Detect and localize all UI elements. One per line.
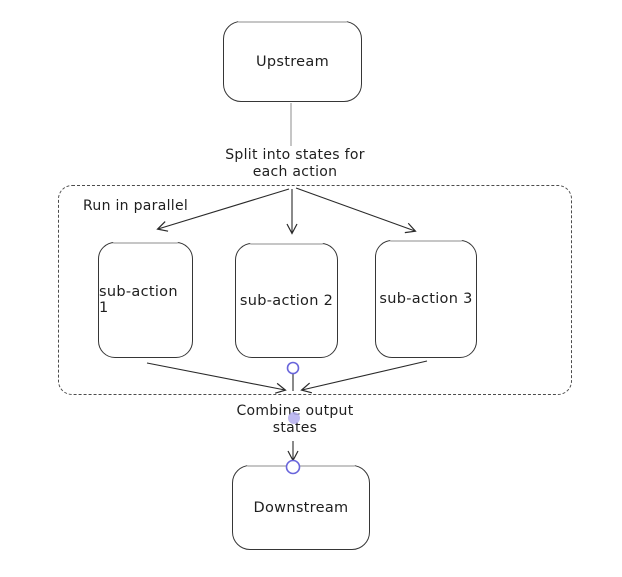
combine-annotation-line2: states xyxy=(272,419,318,436)
node-sub-action-3[interactable]: sub-action 3 xyxy=(375,239,477,358)
split-annotation-line2: each action xyxy=(252,163,338,180)
node-downstream[interactable]: Downstream xyxy=(232,464,370,550)
node-sub-action-2-label: sub-action 2 xyxy=(239,292,334,309)
node-sub-action-2[interactable]: sub-action 2 xyxy=(235,242,338,358)
combine-annotation: Combine output states xyxy=(233,403,357,436)
split-annotation-line1: Split into states for xyxy=(225,147,365,163)
node-upstream[interactable]: Upstream xyxy=(223,20,362,102)
parallel-group-container[interactable] xyxy=(58,185,572,395)
node-sub-action-1-label: sub-action 1 xyxy=(99,284,178,316)
node-downstream-label: Downstream xyxy=(253,499,349,516)
parallel-group-label: Run in parallel xyxy=(83,198,189,214)
node-sub-action-3-label: sub-action 3 xyxy=(379,291,473,307)
combine-annotation-line1: Combine output xyxy=(236,403,354,419)
node-sub-action-1[interactable]: sub-action 1 xyxy=(98,241,193,358)
split-annotation: Split into states for each action xyxy=(203,147,387,180)
node-upstream-label: Upstream xyxy=(255,53,330,70)
